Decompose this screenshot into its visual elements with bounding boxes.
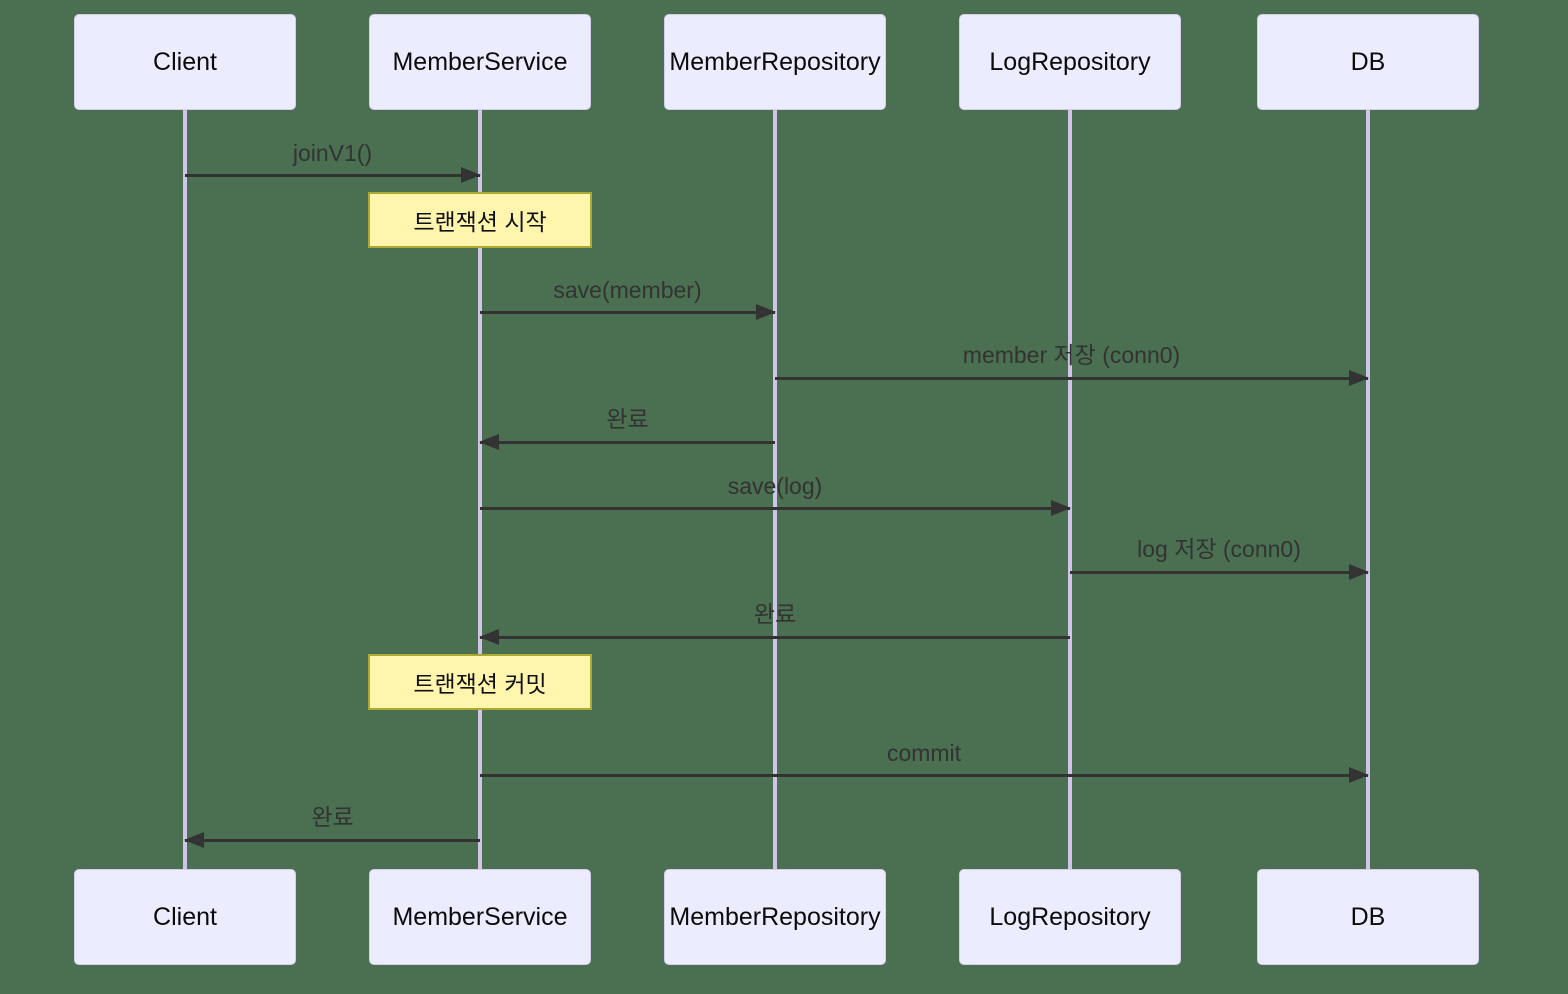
actor-box-memberservice-bottom: MemberService <box>369 869 591 965</box>
message-label: 완료 <box>753 601 797 627</box>
lifeline-logrepository <box>1068 110 1072 870</box>
message-line <box>480 774 1368 777</box>
arrowhead-left-icon <box>479 434 499 450</box>
message-label: log 저장 (conn0) <box>1137 536 1301 562</box>
message-label: save(member) <box>553 277 702 303</box>
actor-box-client-top: Client <box>74 14 296 110</box>
note-transaction-start: 트랜잭션 시작 <box>368 192 592 248</box>
message-line <box>480 507 1070 510</box>
message-line <box>775 377 1368 380</box>
arrowhead-left-icon <box>184 832 204 848</box>
actor-box-memberrepository-bottom: MemberRepository <box>664 869 886 965</box>
message-line <box>480 636 1070 639</box>
note-transaction-commit: 트랜잭션 커밋 <box>368 654 592 710</box>
message-line <box>185 174 480 177</box>
actor-box-logrepository-top: LogRepository <box>959 14 1181 110</box>
actor-box-client-bottom: Client <box>74 869 296 965</box>
arrowhead-right-icon <box>1051 500 1071 516</box>
message-line <box>480 441 775 444</box>
actor-box-memberrepository-top: MemberRepository <box>664 14 886 110</box>
arrowhead-right-icon <box>1349 370 1369 386</box>
arrowhead-right-icon <box>461 167 481 183</box>
lifeline-client <box>183 110 187 870</box>
actor-box-db-bottom: DB <box>1257 869 1479 965</box>
lifeline-memberservice <box>478 110 482 870</box>
message-line <box>480 311 775 314</box>
message-label: commit <box>886 740 962 766</box>
message-label: joinV1() <box>292 140 373 166</box>
actor-box-db-top: DB <box>1257 14 1479 110</box>
arrowhead-right-icon <box>756 304 776 320</box>
message-line <box>185 839 480 842</box>
actor-box-memberservice-top: MemberService <box>369 14 591 110</box>
message-label: member 저장 (conn0) <box>962 342 1181 368</box>
message-label: 완료 <box>606 406 649 432</box>
message-line <box>1070 571 1368 574</box>
arrowhead-left-icon <box>479 629 499 645</box>
actor-box-logrepository-bottom: LogRepository <box>959 869 1181 965</box>
arrowhead-right-icon <box>1349 767 1369 783</box>
message-label: save(log) <box>727 473 823 499</box>
message-label: 완료 <box>311 804 354 830</box>
arrowhead-right-icon <box>1349 564 1369 580</box>
lifeline-memberrepository <box>773 110 777 870</box>
lifeline-db <box>1366 110 1370 870</box>
